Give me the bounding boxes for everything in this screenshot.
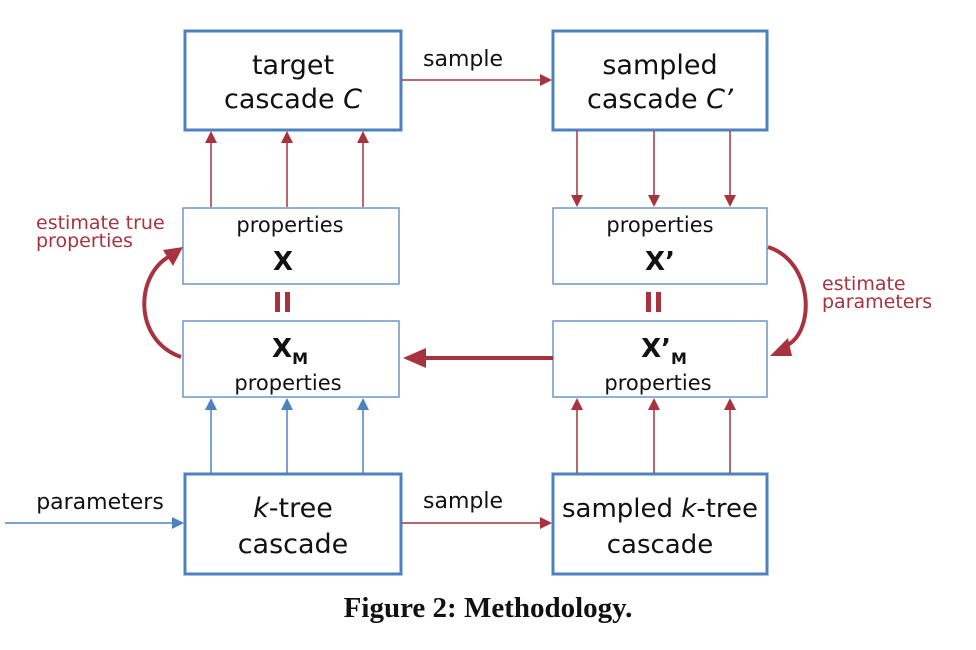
ktree-cascade-line2: cascade <box>238 529 349 560</box>
sampled-ktree-cascade-box: sampled k-tree cascade <box>551 472 769 576</box>
sample-arrow-top: sample <box>402 47 552 86</box>
target-cascade-line1: target <box>252 50 334 81</box>
sample-arrow-bottom: sample <box>402 489 552 529</box>
properties-xm-symbol: XM <box>272 334 308 368</box>
ktree-cascade-line1: k-tree <box>253 493 333 524</box>
properties-x-prime-box: properties X’ <box>552 207 768 285</box>
target-cascade-line2: cascade C <box>224 84 362 115</box>
methodology-diagram: target cascade C sampled cascade C’ prop… <box>5 29 932 576</box>
equals-mark-right <box>646 292 661 312</box>
parameters-label: parameters <box>36 490 164 515</box>
properties-x-box: properties X <box>182 207 400 285</box>
ktree-cascade-box: k-tree cascade <box>183 472 403 576</box>
arrows-sampled-ktree-to-x-prime-m <box>571 398 736 473</box>
sample-label-top: sample <box>423 47 503 72</box>
sample-label-bottom: sample <box>423 489 503 514</box>
thick-arrow-x-prime-m-to-xm <box>403 348 553 368</box>
estimate-params-line2: parameters <box>822 291 932 313</box>
arrows-sampled-to-x-prime <box>571 131 736 207</box>
arrows-x-to-target <box>205 131 369 207</box>
properties-x-prime-m-symbol: X’M <box>641 334 687 368</box>
arrows-ktree-to-xm <box>205 398 369 473</box>
curve-arrow-estimate-parameters: estimate parameters <box>767 245 932 356</box>
sampled-cascade-line2: cascade C’ <box>587 84 733 115</box>
figure-caption: Figure 2: Methodology. <box>343 592 633 624</box>
parameters-arrow: parameters <box>5 490 184 529</box>
sampled-ktree-cascade-line1: sampled k-tree <box>562 494 758 524</box>
properties-xm-box: XM properties <box>182 320 400 398</box>
properties-x-symbol: X <box>273 247 293 277</box>
properties-x-prime-symbol: X’ <box>645 247 675 277</box>
target-cascade-box: target cascade C <box>183 29 403 132</box>
properties-x-prime-m-box: X’M properties <box>552 320 768 398</box>
estimate-params-line1: estimate <box>822 273 906 295</box>
sampled-cascade-line1: sampled <box>602 50 717 81</box>
sampled-ktree-cascade-line2: cascade <box>607 530 714 560</box>
sampled-cascade-box: sampled cascade C’ <box>551 29 769 132</box>
equals-mark-left <box>275 292 290 312</box>
properties-x-prime-label: properties <box>606 213 713 237</box>
properties-xm-label: properties <box>234 371 341 395</box>
properties-x-label: properties <box>236 213 343 237</box>
curve-arrow-estimate-true: estimate true properties <box>36 212 183 359</box>
properties-x-prime-m-label: properties <box>604 371 711 395</box>
estimate-true-line1: estimate true <box>36 212 165 234</box>
estimate-true-line2: properties <box>36 230 133 252</box>
